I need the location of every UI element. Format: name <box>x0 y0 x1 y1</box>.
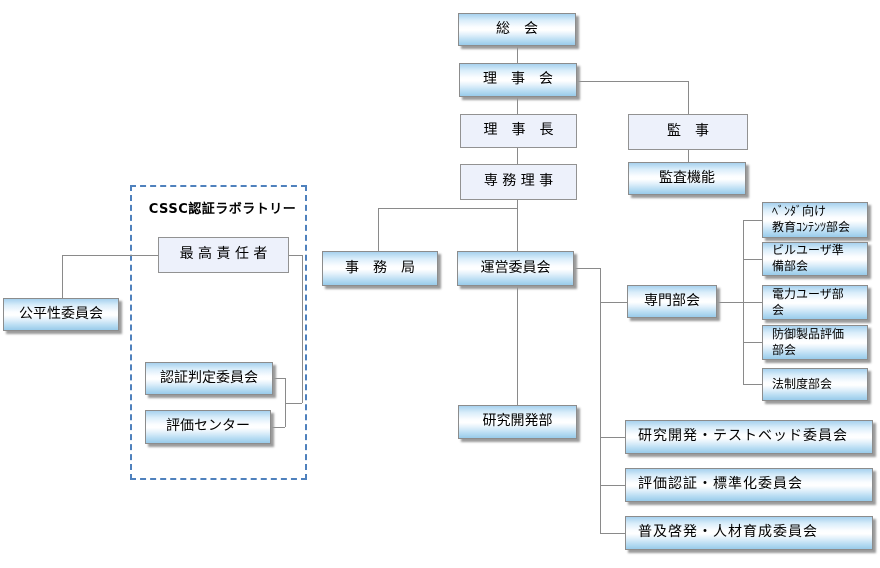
node-chairman: 理 事 長 <box>460 114 577 148</box>
connector-line <box>600 437 625 438</box>
connector-line <box>517 46 518 63</box>
connector-line <box>743 302 762 303</box>
connector-line <box>271 427 285 428</box>
connector-line <box>600 268 601 534</box>
connector-line <box>743 384 762 385</box>
connector-line <box>517 148 518 164</box>
connector-line <box>289 255 302 256</box>
node-chief-responsible-officer: 最 高 責 任 者 <box>158 237 289 273</box>
node-executive-director: 専 務 理 事 <box>460 164 577 200</box>
node-evaluation-certification-standardization-committee: 評価認証・標準化委員会 <box>625 468 873 502</box>
node-board-of-directors: 理 事 会 <box>459 63 577 97</box>
node-secretariat: 事 務 局 <box>322 251 438 286</box>
connector-line <box>743 259 762 260</box>
connector-line <box>600 302 627 303</box>
connector-line <box>285 378 286 427</box>
node-building-user-preparation-subcommittee: ビルユーザ準 備部会 <box>762 242 868 276</box>
connector-line <box>378 208 379 251</box>
node-auditor: 監 事 <box>628 114 748 150</box>
connector-line <box>517 200 518 251</box>
node-general-assembly: 総 会 <box>458 13 576 46</box>
node-specialized-subcommittee: 専門部会 <box>627 285 717 318</box>
cssc-lab-group-title: CSSC認証ラボラトリー <box>148 202 297 217</box>
connector-line <box>574 268 600 269</box>
node-legal-system-subcommittee: 法制度部会 <box>762 368 868 401</box>
connector-line <box>743 220 762 221</box>
node-rd-testbed-committee: 研究開発・テストベッド委員会 <box>625 420 873 454</box>
node-fairness-committee: 公平性委員会 <box>3 298 119 331</box>
node-certification-judgment-committee: 認証判定委員会 <box>145 362 273 395</box>
node-power-user-subcommittee: 電力ユーザ部 会 <box>762 285 868 320</box>
connector-line <box>273 378 285 379</box>
connector-line <box>717 302 743 303</box>
cssc-lab-group-frame <box>130 185 307 480</box>
connector-line <box>577 81 688 82</box>
node-vendor-education-contents-subcommittee: ﾍﾞﾝﾀﾞ向け 教育ｺﾝﾃﾝﾂ部会 <box>762 202 868 238</box>
node-audit-function: 監査機能 <box>628 162 746 195</box>
node-evaluation-center: 評価センター <box>145 410 271 444</box>
node-rd-department: 研究開発部 <box>458 405 577 439</box>
connector-line <box>517 286 518 405</box>
connector-line <box>517 97 518 114</box>
node-defense-product-evaluation-subcommittee: 防御製品評価 部会 <box>762 325 868 360</box>
connector-line <box>688 150 689 162</box>
connector-line <box>62 255 158 256</box>
node-steering-committee: 運営委員会 <box>457 251 574 286</box>
connector-line <box>285 403 302 404</box>
connector-line <box>600 485 625 486</box>
connector-line <box>378 208 518 209</box>
connector-line <box>743 342 762 343</box>
connector-line <box>302 255 303 403</box>
connector-line <box>600 533 625 534</box>
connector-line <box>688 81 689 115</box>
connector-line <box>62 255 63 298</box>
node-dissemination-hr-development-committee: 普及啓発・人材育成委員会 <box>625 516 873 550</box>
